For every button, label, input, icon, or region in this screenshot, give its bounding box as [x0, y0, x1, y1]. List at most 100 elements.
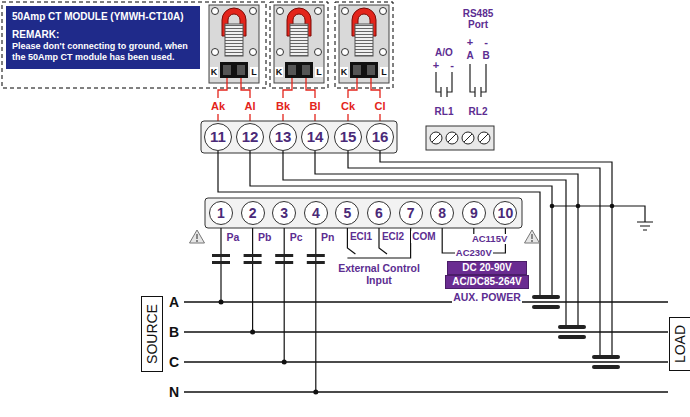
terminal-number: 6	[367, 201, 391, 225]
polarity-sign: -	[483, 36, 489, 49]
terminal-number: 8	[430, 201, 454, 225]
ct-pin: L	[380, 67, 388, 77]
ct-module	[209, 5, 259, 83]
power-line	[184, 302, 668, 392]
screw-slot	[432, 134, 488, 142]
terminal-number: 14	[301, 123, 329, 151]
terminal-number: 3	[272, 201, 296, 225]
node-text: 16	[372, 128, 389, 145]
node-text: 2	[249, 205, 257, 221]
node-text: REMARK:	[12, 29, 59, 41]
terminal-number: 15	[334, 123, 362, 151]
phase-name: A	[168, 294, 180, 310]
signal-name: B	[481, 50, 490, 62]
terminal-number: 1	[209, 201, 233, 225]
remark-panel: 50Amp CT MODULE (YMWH-CT10A)REMARK:Pleas…	[6, 6, 200, 69]
node-text: SOURCE	[144, 304, 160, 364]
source-box: SOURCE	[141, 296, 163, 372]
junction-dot	[550, 204, 555, 209]
screw-terminals	[430, 132, 490, 144]
vt-symbol	[307, 254, 325, 257]
port-name: RS485 Port	[455, 8, 501, 31]
voltage-transformers	[212, 254, 325, 264]
ct-symbol	[532, 295, 560, 299]
load-box: LOAD	[669, 317, 690, 371]
terminal-number: 9	[462, 201, 486, 225]
dashed-frame	[2, 2, 266, 88]
phase-name: B	[168, 324, 180, 340]
warning-mark	[196, 240, 198, 242]
voltage-label: AC115V	[471, 234, 508, 245]
node-text: Please don't connecting to ground, when …	[12, 41, 194, 63]
signal-name: Pb	[257, 231, 272, 243]
power-note: AUX. POWER	[452, 291, 522, 303]
polarity-sign: +	[466, 36, 474, 49]
screw-terminal-block	[426, 126, 494, 150]
terminal-number: 16	[366, 123, 394, 151]
ct-module	[339, 5, 389, 83]
terminal-tag: Bk	[275, 100, 291, 113]
vt-symbol	[244, 261, 262, 264]
ct-pin: L	[250, 67, 258, 77]
phase-name: C	[168, 354, 180, 370]
ct-pin: K	[275, 67, 284, 77]
terminal-tag: Ck	[340, 100, 356, 113]
warning-mark	[196, 234, 197, 239]
ct-symbol	[592, 365, 620, 369]
node-text: 5	[343, 205, 351, 221]
terminal-tag: Cl	[374, 100, 387, 113]
signal-name: A	[465, 50, 474, 62]
terminal-number: 4	[304, 201, 328, 225]
warning-triangle	[190, 230, 205, 243]
ground-symbol	[552, 206, 653, 230]
control-switch	[347, 228, 410, 258]
ct-lead	[218, 78, 380, 122]
relay-name: RL1	[434, 106, 455, 118]
power-range-box: DC 20-90V	[447, 261, 527, 276]
voltage-label: AC230V	[455, 248, 493, 259]
terminal-number: 7	[399, 201, 423, 225]
terminal-strip	[201, 121, 397, 153]
vt-symbol	[275, 254, 293, 257]
terminal-number: 10	[493, 201, 517, 225]
warning-triangle	[525, 230, 540, 243]
power-range-box: AC/DC85-264V	[445, 275, 528, 290]
ct-pin: K	[210, 67, 219, 77]
signal-name: COM	[411, 231, 436, 243]
current-transformers	[532, 295, 620, 369]
junction-dots	[219, 204, 615, 395]
ct-symbol	[558, 325, 586, 329]
node-text: 6	[375, 205, 383, 221]
warning-mark	[531, 240, 533, 242]
input-note: External Control Input	[330, 262, 428, 286]
signal-name: Pn	[320, 231, 335, 243]
terminal-tag: Ak	[210, 100, 226, 113]
signal-name: ECI1	[349, 231, 373, 243]
junction-dot	[576, 204, 581, 209]
vt-symbol	[307, 261, 325, 264]
ct-symbol	[592, 355, 620, 359]
vt-symbol	[212, 261, 230, 264]
node-text: 8	[438, 205, 446, 221]
node-text: 10	[498, 205, 514, 221]
terminal-number: 11	[204, 123, 232, 151]
ct-symbol	[558, 335, 586, 339]
terminal-number: 2	[241, 201, 265, 225]
node-text: LOAD	[672, 325, 688, 363]
node-text: 11	[210, 128, 226, 145]
relay-contact	[436, 64, 486, 97]
vt-symbol	[212, 254, 230, 257]
ct-module	[274, 5, 324, 83]
signal-name: ECI2	[381, 231, 405, 243]
node-text: 13	[275, 128, 292, 145]
vt-symbol	[244, 254, 262, 257]
polarity-sign: -	[449, 59, 455, 72]
node-text: AC/DC85-264V	[452, 276, 521, 288]
vt-symbol	[275, 261, 293, 264]
ct-pin: L	[315, 67, 323, 77]
node-text: 14	[307, 128, 324, 145]
dashed-frame	[335, 2, 393, 88]
terminal-tag: Al	[244, 100, 257, 113]
node-text: DC 20-90V	[462, 262, 511, 274]
